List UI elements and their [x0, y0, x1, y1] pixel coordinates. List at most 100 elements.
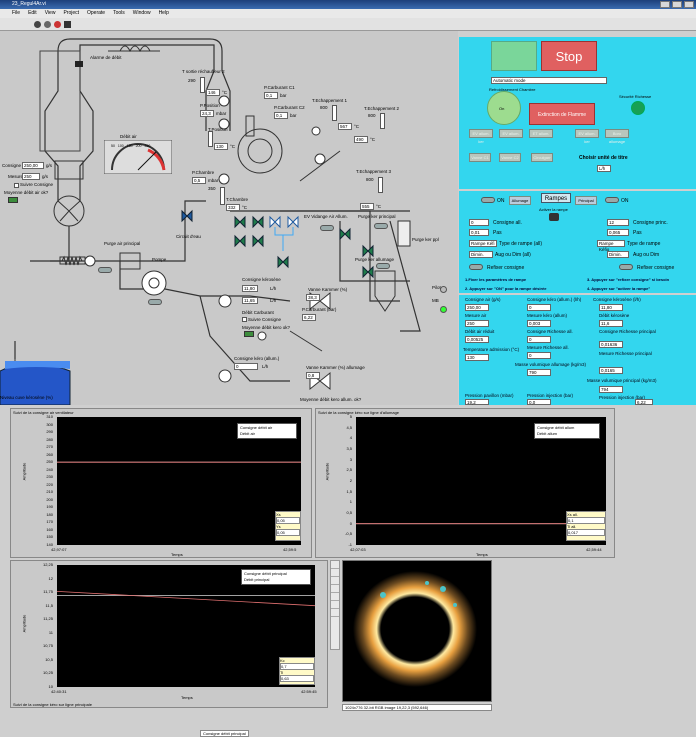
- y-tick-label: -0,5: [345, 531, 352, 537]
- chart-principal-title: Suivi de la consigne kéro sur ligne prin…: [13, 702, 92, 707]
- menu-operate[interactable]: Operate: [87, 10, 106, 16]
- ys-value[interactable]: 0,05: [276, 529, 300, 536]
- suivre-consigne2-label: Suivre Consigne: [248, 317, 282, 322]
- mb-led: [440, 306, 447, 313]
- thermometer-icon: [208, 131, 213, 147]
- start-button[interactable]: [491, 41, 537, 71]
- allumage-tab[interactable]: Allumage: [509, 196, 531, 205]
- allumage-on-toggle[interactable]: [481, 197, 495, 203]
- pas-input[interactable]: 0,01: [469, 229, 489, 236]
- ev-allum-ker2-button[interactable]: EV allum. ker: [575, 129, 599, 144]
- alarme-debit-led: [75, 61, 83, 67]
- freehand-tool-icon[interactable]: [331, 617, 339, 625]
- ev-allum-button[interactable]: EV allum.: [499, 129, 523, 138]
- ellipse-tool-icon[interactable]: [331, 593, 339, 601]
- chart-principal-ylabel: Amplitude: [21, 614, 27, 633]
- pause-icon[interactable]: [64, 21, 71, 28]
- consigne-unit: g/s: [46, 163, 53, 168]
- type-rampe2-select[interactable]: Rampe Kéfio: [597, 240, 625, 252]
- abort-icon[interactable]: [54, 21, 61, 28]
- cons-rich-princ-value: 0,01636: [599, 341, 623, 348]
- y-tick-label: 3: [349, 456, 352, 462]
- close-button[interactable]: [684, 1, 694, 8]
- chart-air-xlabel: Temps: [171, 552, 183, 557]
- refroid-button[interactable]: [487, 91, 521, 125]
- ev-vidange-toggle[interactable]: [320, 225, 334, 231]
- refixer2-toggle[interactable]: [619, 264, 633, 270]
- mb-label: MB: [432, 298, 439, 303]
- pas2-input[interactable]: 0,065: [607, 229, 629, 236]
- run-continuous-icon[interactable]: [44, 21, 51, 28]
- xs-value[interactable]: 0,1: [567, 517, 605, 524]
- maximize-button[interactable]: [672, 1, 682, 8]
- chart-allum-scalebox: Xs all. 0,1 Ti all. 0,017: [566, 511, 606, 541]
- vanne-c2-button[interactable]: Vanne C2: [499, 153, 521, 162]
- menu-tools[interactable]: Tools: [113, 10, 125, 16]
- menu-file[interactable]: File: [12, 10, 21, 16]
- menu-help[interactable]: Help: [158, 10, 169, 16]
- y-tick-label: 3,5: [346, 446, 352, 451]
- chart-air-ylabel: Amplitude: [21, 462, 27, 481]
- automatic-mode-field[interactable]: Automatic mode: [491, 77, 607, 84]
- menu-project[interactable]: Project: [63, 10, 79, 16]
- pan-tool-icon[interactable]: [331, 577, 339, 585]
- run-arrow-icon[interactable]: [34, 21, 41, 28]
- y-tick-label: 140: [46, 542, 53, 547]
- stop-button[interactable]: Stop: [541, 41, 597, 71]
- rampes-label[interactable]: Rampes: [541, 193, 571, 203]
- pompe-toggle[interactable]: [148, 299, 162, 305]
- activer-rampe-switch[interactable]: [549, 213, 559, 221]
- t-ech2-label: T.Echappement 2: [364, 106, 400, 111]
- purge-allumage-toggle[interactable]: [376, 263, 390, 269]
- p-carb-c1-unit: bar: [280, 93, 287, 98]
- aug-select[interactable]: Dimin.: [469, 251, 493, 258]
- zoom-tool-icon[interactable]: [331, 569, 339, 577]
- consigne-air-value[interactable]: 250,00: [465, 304, 489, 311]
- et-allum-button[interactable]: ET allum.: [529, 129, 553, 138]
- polygon-tool-icon[interactable]: [331, 609, 339, 617]
- y-tick-label: 290: [46, 429, 53, 435]
- minimize-button[interactable]: [660, 1, 670, 8]
- moyenne-air-led: [8, 197, 18, 203]
- purge-principal-toggle[interactable]: [374, 223, 388, 229]
- rampes-panel: [459, 191, 696, 293]
- suivre-consigne-checkbox[interactable]: [14, 183, 19, 188]
- menu-window[interactable]: Window: [132, 10, 151, 16]
- debit-air-label: Débit air: [120, 134, 137, 139]
- t-position-unit: °C: [230, 144, 236, 149]
- ev-allum-ker-button[interactable]: EV allum. ker: [469, 129, 493, 144]
- aug2-select[interactable]: Dimin.: [607, 251, 629, 258]
- ti-value[interactable]: 0,63: [280, 675, 314, 682]
- line-tool-icon[interactable]: [331, 601, 339, 609]
- menu-edit[interactable]: Edit: [28, 10, 37, 16]
- chart-principal-plot[interactable]: [57, 565, 315, 687]
- consigne-all-input[interactable]: 0: [469, 219, 489, 226]
- y-tick-label: 11,25: [43, 616, 53, 622]
- ys-value[interactable]: 0,017: [567, 529, 605, 536]
- principal-tab[interactable]: Principal: [575, 196, 597, 205]
- aug-label: Aug ou Dim (all): [495, 252, 531, 258]
- consigne-kero-allum-input[interactable]: 0: [234, 363, 258, 370]
- kc-value[interactable]: 0,7: [280, 663, 314, 670]
- choisir-unite-select[interactable]: L/h: [597, 165, 611, 172]
- xs-value[interactable]: 0,05: [276, 517, 300, 524]
- rect-tool-icon[interactable]: [331, 585, 339, 593]
- flame-camera-image[interactable]: [342, 560, 492, 702]
- pointer-tool-icon[interactable]: [331, 561, 339, 569]
- type-rampe-select[interactable]: Rampe Kéfi: [469, 240, 497, 247]
- consigne-princ-input[interactable]: 12: [607, 219, 629, 226]
- principal-on-toggle[interactable]: [605, 197, 619, 203]
- extinction-button[interactable]: Extinction de Flamme: [529, 103, 595, 125]
- suivre-consigne2-checkbox[interactable]: [242, 317, 247, 322]
- consigne-input[interactable]: 250,00: [22, 162, 44, 169]
- pompe-left-toggle[interactable]: [98, 267, 112, 273]
- circulgarr-button[interactable]: Circulgarr: [531, 153, 553, 162]
- vanne-c1-button[interactable]: Vanne C1: [469, 153, 491, 162]
- menu-view[interactable]: View: [44, 10, 56, 16]
- y-tick-label: 4: [349, 435, 352, 441]
- consigne-kero-input[interactable]: 11,80: [242, 285, 258, 292]
- boro-allumage-button[interactable]: Boro allumage: [605, 129, 629, 144]
- refixer-toggle[interactable]: [469, 264, 483, 270]
